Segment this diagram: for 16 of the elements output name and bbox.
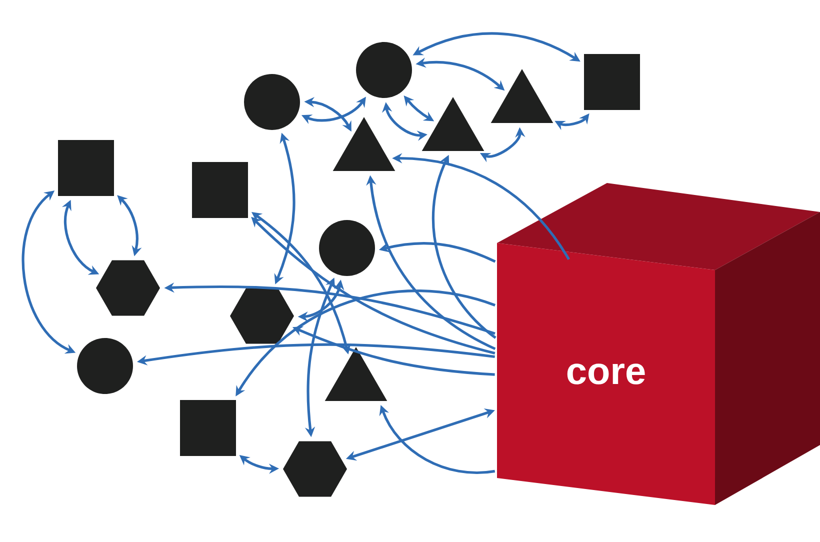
- square-shape: [180, 400, 236, 456]
- square-shape: [192, 162, 248, 218]
- triangle-shape: [332, 117, 396, 171]
- circle-shape: [356, 42, 412, 98]
- hexagon-shape: [96, 260, 160, 316]
- cube-drawing: core: [497, 183, 820, 505]
- triangle-shape: [490, 69, 554, 123]
- circle-shape: [319, 220, 375, 276]
- square-shape: [584, 54, 640, 110]
- triangle-shape: [422, 97, 484, 151]
- circle-shape: [77, 338, 133, 394]
- circle-shape: [244, 74, 300, 130]
- triangle-shape: [324, 347, 388, 401]
- hexagon-shape: [230, 288, 294, 344]
- square-shape: [58, 140, 114, 196]
- hexagon-shape: [283, 441, 347, 497]
